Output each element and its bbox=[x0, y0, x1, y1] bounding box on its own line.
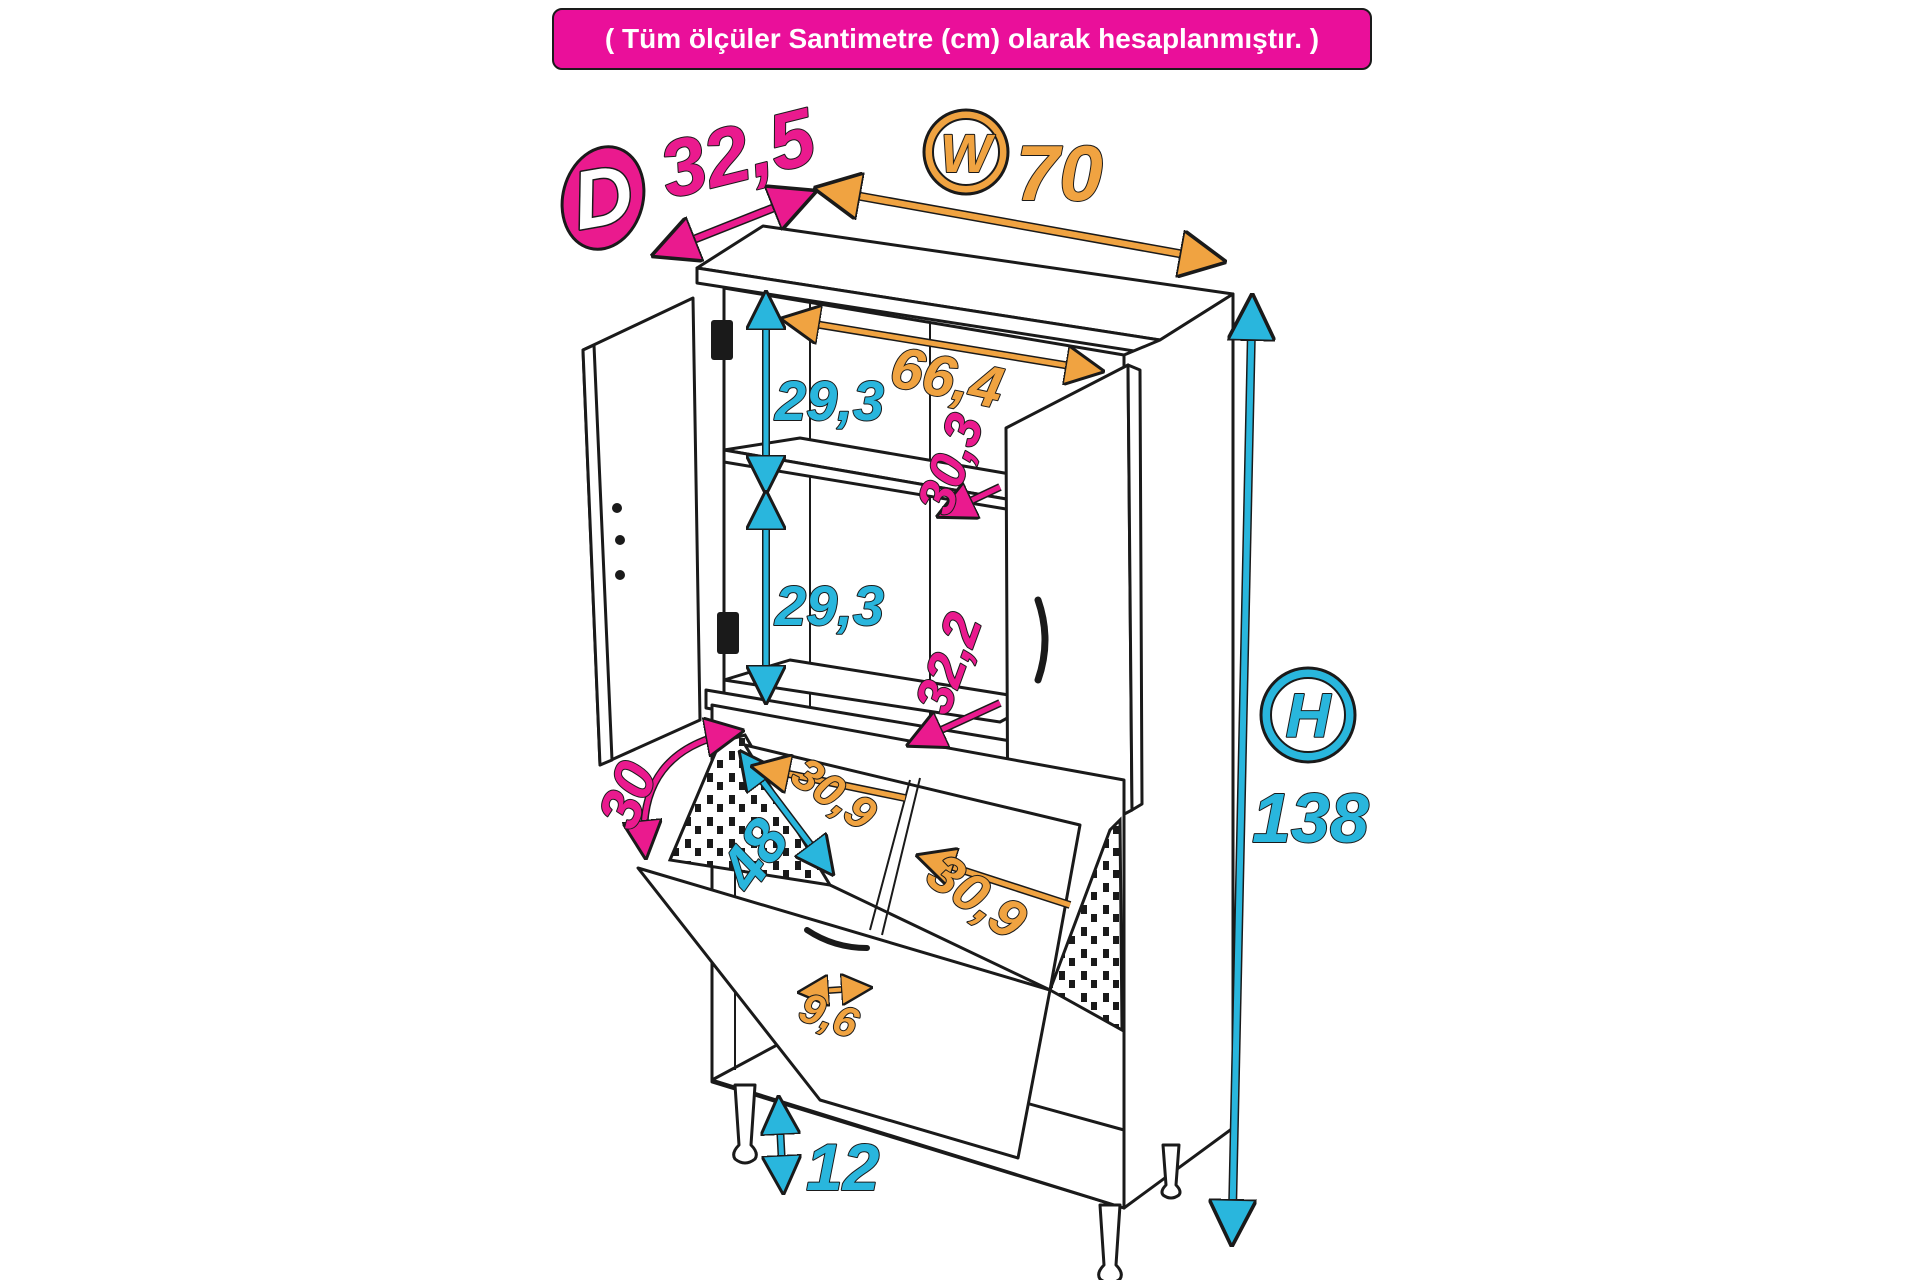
leg-front-left-icon bbox=[732, 1083, 758, 1165]
height-letter: H bbox=[1286, 682, 1332, 751]
width-badge: W bbox=[922, 108, 1010, 196]
right-door-handle-icon bbox=[1034, 596, 1049, 684]
leg-front-right-icon bbox=[1097, 1203, 1123, 1280]
basket-handle-icon bbox=[804, 927, 870, 951]
height-value: 138 bbox=[1252, 779, 1369, 857]
basket-angle-value: 30 bbox=[586, 753, 670, 837]
upper-hinge-icon bbox=[711, 320, 733, 360]
leg-height-value: 12 bbox=[806, 1130, 880, 1204]
depth-badge: D bbox=[560, 145, 646, 251]
tilt-out-basket-front bbox=[636, 866, 1052, 1160]
lower-shelf-height-value: 29,3 bbox=[774, 574, 884, 637]
width-value: 70 bbox=[1016, 129, 1103, 217]
basket-right-mesh bbox=[1048, 816, 1124, 1033]
width-letter: W bbox=[941, 124, 996, 184]
leg-back-right-icon bbox=[1160, 1143, 1182, 1200]
lower-hinge-icon bbox=[717, 612, 739, 654]
dimension-arrows bbox=[644, 190, 1252, 1235]
units-note-banner: ( Tüm ölçüler Santimetre (cm) olarak hes… bbox=[552, 8, 1372, 70]
upper-shelf-height-value: 29,3 bbox=[774, 369, 884, 432]
height-badge: H bbox=[1259, 666, 1357, 764]
